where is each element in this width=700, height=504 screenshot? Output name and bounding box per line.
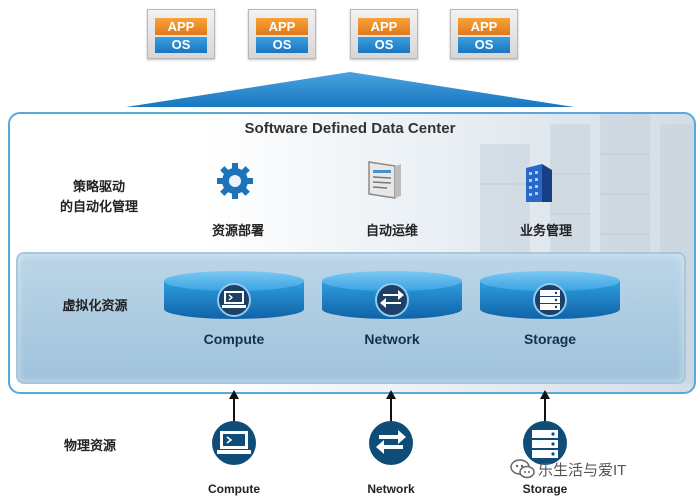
arrow-compute-line: [233, 397, 235, 423]
arrow-storage-head: [540, 390, 550, 399]
vm-stack-1: APP OS: [147, 9, 215, 59]
feature-label-ops: 自动运维: [365, 223, 418, 238]
arrow-storage-line: [544, 397, 546, 423]
storage-icon: [523, 421, 567, 465]
physical-label-compute: Compute: [208, 482, 260, 496]
physical-label-storage: Storage: [522, 482, 568, 496]
gear-icon: [217, 163, 253, 199]
app-layer: APP: [458, 18, 510, 35]
os-layer: OS: [256, 37, 308, 53]
wechat-icon: [510, 459, 535, 479]
vm-stack-4: APP OS: [450, 9, 518, 59]
policy-label: 策略驱动 的自动化管理: [44, 177, 154, 217]
platform-triangle: [126, 72, 574, 107]
os-layer: OS: [458, 37, 510, 53]
arrow-network-line: [390, 397, 392, 423]
physical-label-network: Network: [367, 482, 415, 496]
vm-stack-3: APP OS: [350, 9, 418, 59]
pool-label-storage: Storage: [523, 331, 577, 347]
arrow-compute-head: [229, 390, 239, 399]
feature-label-deploy: 资源部署: [211, 223, 264, 238]
feature-label-business: 业务管理: [519, 223, 572, 238]
virtual-label: 虚拟化资源: [62, 298, 128, 313]
app-layer: APP: [256, 18, 308, 35]
network-arrows-icon: [375, 283, 409, 317]
watermark-text: 乐生活与爱IT: [538, 462, 627, 479]
pool-label-compute: Compute: [203, 331, 265, 347]
app-layer: APP: [155, 18, 207, 35]
policy-label-line2: 的自动化管理: [59, 199, 138, 214]
sddc-title: Software Defined Data Center: [244, 120, 456, 137]
physical-label: 物理资源: [63, 438, 116, 453]
os-layer: OS: [155, 37, 207, 53]
terminal-icon: [212, 421, 256, 465]
vm-stack-2: APP OS: [248, 9, 316, 59]
window-panel-icon: [368, 161, 401, 199]
building-icon: [526, 164, 552, 202]
os-layer: OS: [358, 37, 410, 53]
terminal-icon: [217, 283, 251, 317]
storage-icon: [533, 283, 567, 317]
policy-label-line1: 策略驱动: [72, 179, 125, 194]
pool-label-network: Network: [364, 331, 420, 347]
network-arrows-icon: [369, 421, 413, 465]
app-layer: APP: [358, 18, 410, 35]
arrow-network-head: [386, 390, 396, 399]
